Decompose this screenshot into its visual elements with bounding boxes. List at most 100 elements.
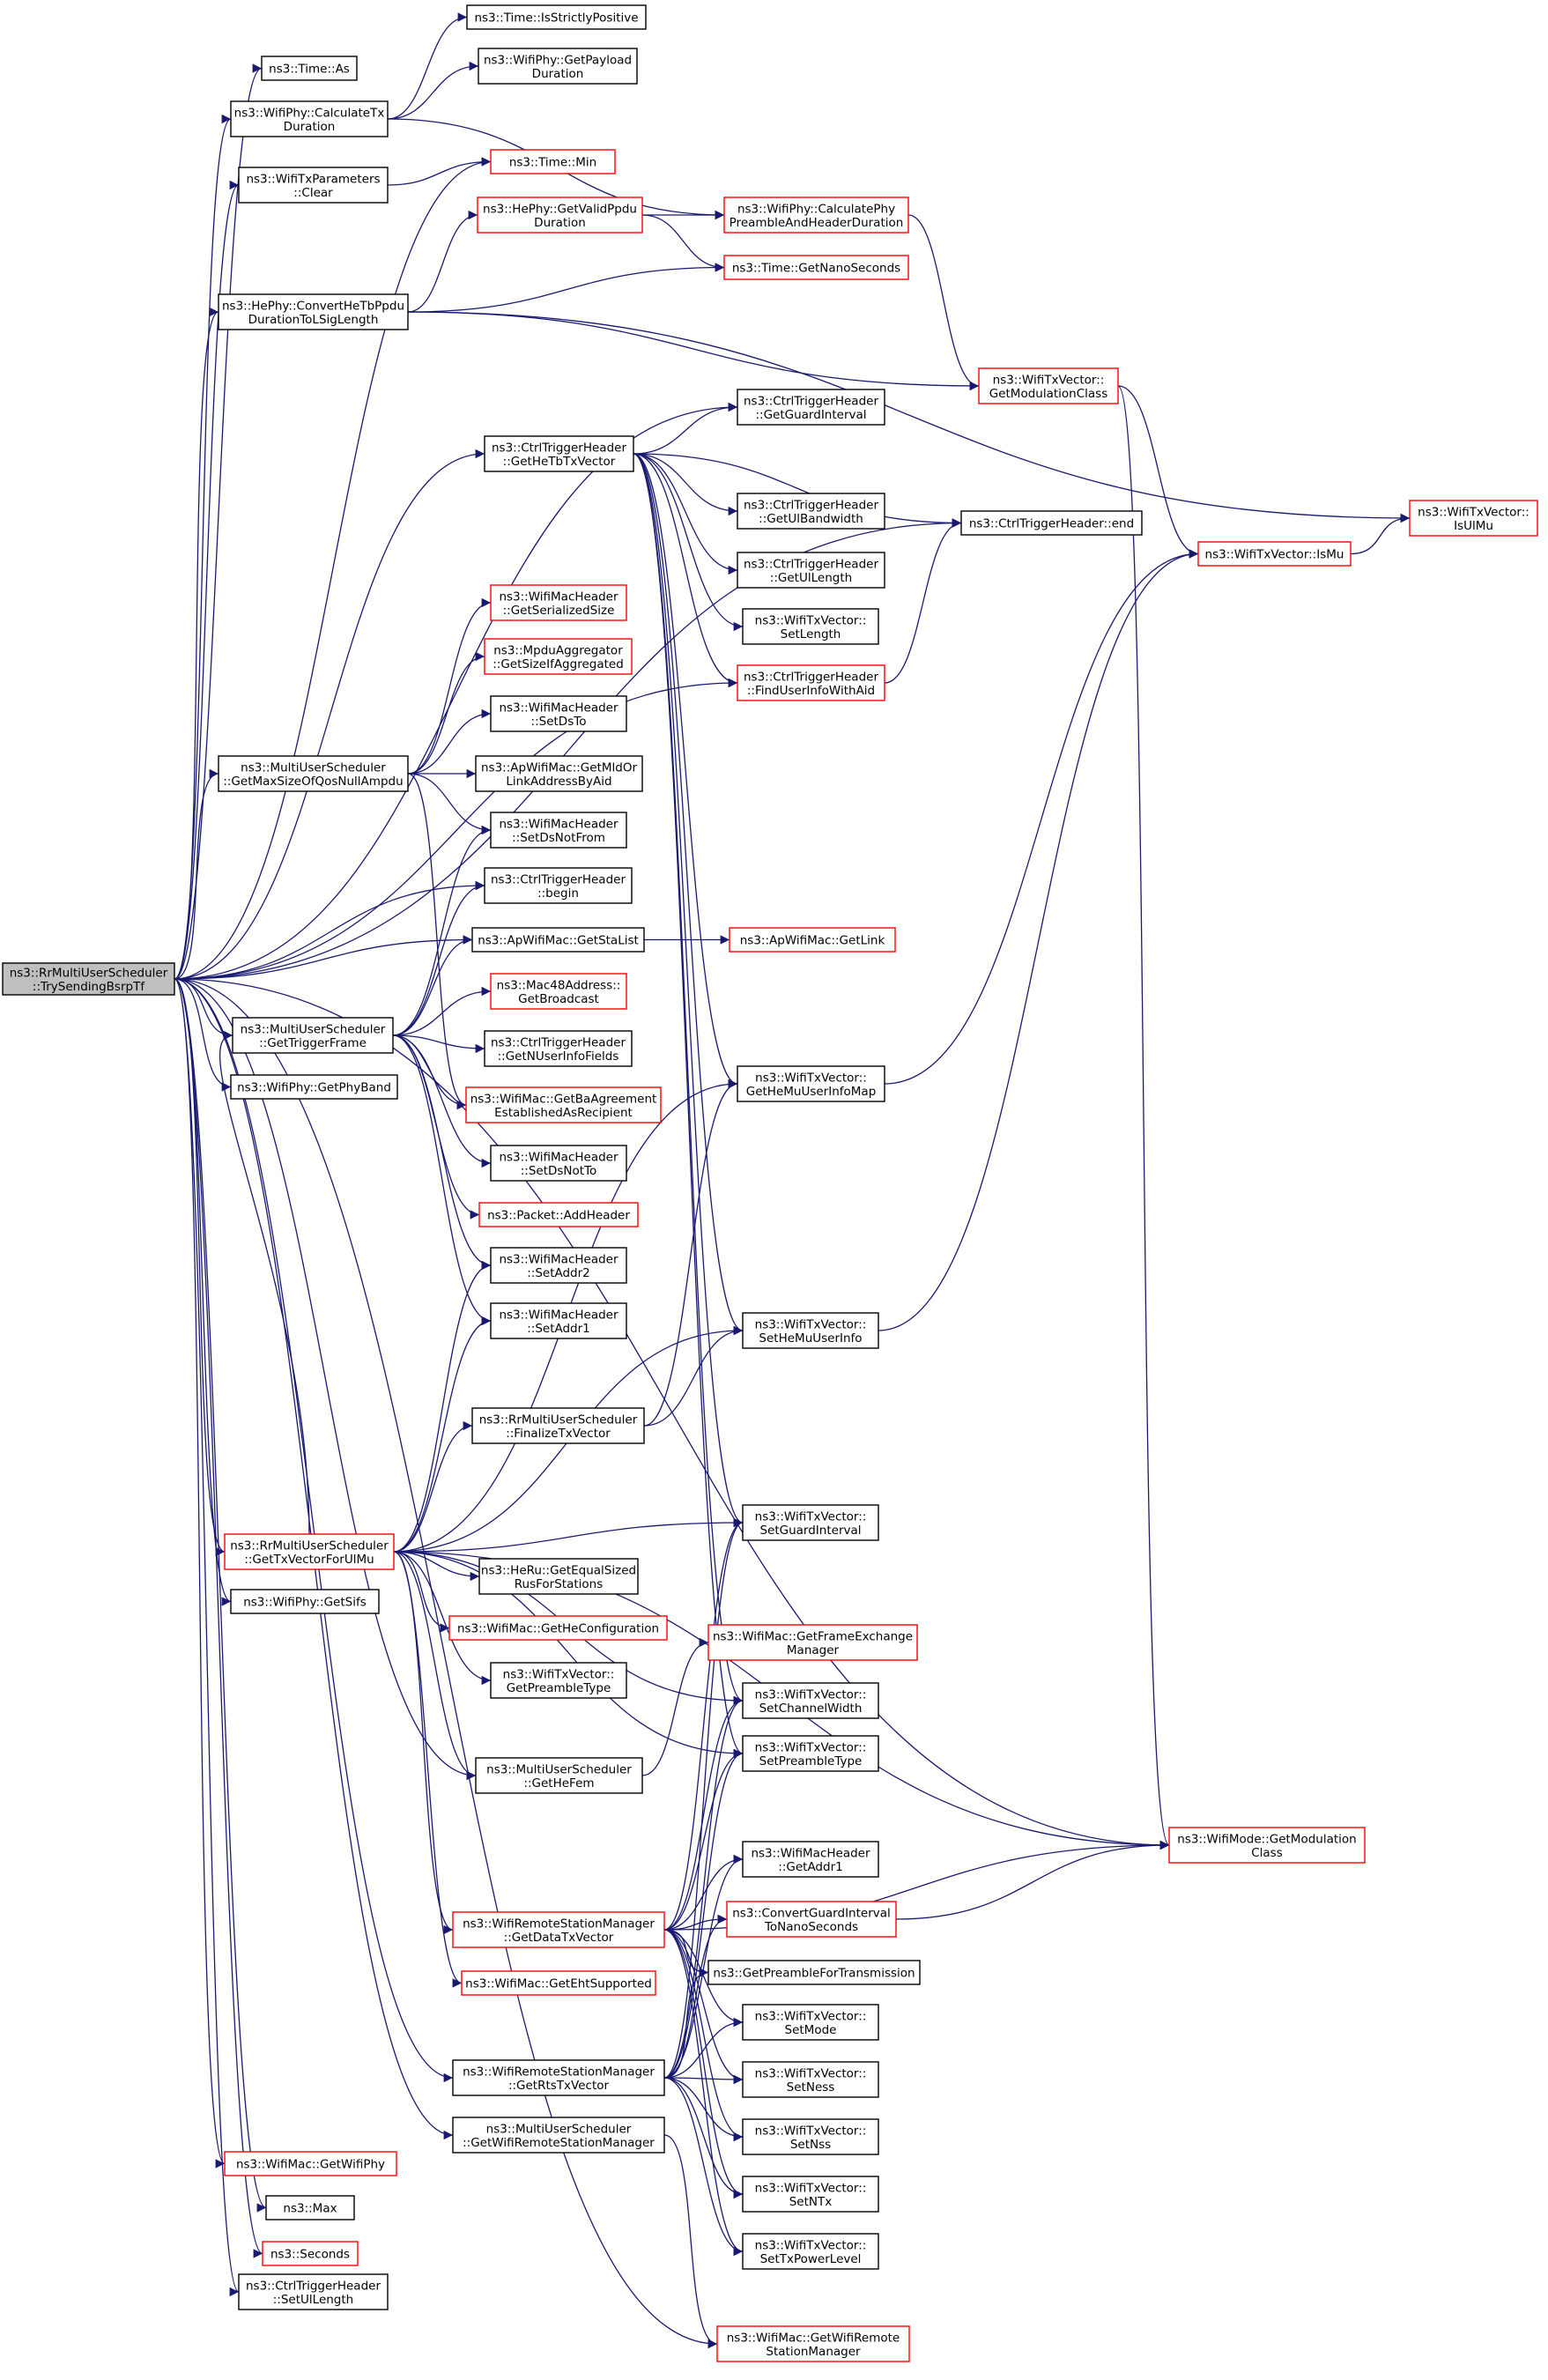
node-layer: ns3::RrMultiUserScheduler::TrySendingBsr… [2, 4, 1538, 2362]
node-label-line: ::GetSizeIfAggregated [493, 657, 624, 671]
node-getWifiRemoteMU[interactable]: ns3::MultiUserScheduler::GetWifiRemoteSt… [452, 2117, 665, 2154]
node-setNess[interactable]: ns3::WifiTxVector::SetNess [742, 2061, 879, 2098]
node-setChannelWidth[interactable]: ns3::WifiTxVector::SetChannelWidth [742, 1682, 879, 1719]
node-setDsNotFrom[interactable]: ns3::WifiMacHeader::SetDsNotFrom [490, 812, 627, 849]
node-isUlMu[interactable]: ns3::WifiTxVector::IsUlMu [1409, 500, 1538, 537]
node-box [461, 1970, 656, 1996]
node-getHeConfiguration[interactable]: ns3::WifiMac::GetHeConfiguration [448, 1615, 668, 1641]
node-getNUserInfoFields[interactable]: ns3::CtrlTriggerHeader::GetNUserInfoFiel… [484, 1030, 633, 1067]
node-calcPhyPreamble[interactable]: ns3::WifiPhy::CalculatePhyPreambleAndHea… [723, 196, 909, 234]
edge-getHeTbTxVector-to-getUlBandwidth [633, 453, 738, 516]
node-label-line: ns3::WifiRemoteStationManager [463, 1917, 655, 1931]
node-getAddr1[interactable]: ns3::WifiMacHeader::GetAddr1 [742, 1841, 879, 1878]
node-label-line: DurationToLSigLength [248, 313, 379, 327]
node-setPreambleType[interactable]: ns3::WifiTxVector::SetPreambleType [742, 1735, 879, 1772]
node-setMode[interactable]: ns3::WifiTxVector::SetMode [742, 2004, 879, 2041]
node-getSizeIfAggregated[interactable]: ns3::MpduAggregator::GetSizeIfAggregated [484, 638, 633, 675]
node-label-line: ns3::WifiTxVector:: [1418, 505, 1529, 519]
node-setDsTo[interactable]: ns3::WifiMacHeader::SetDsTo [490, 695, 627, 732]
node-getTxVectorForUlMu[interactable]: ns3::RrMultiUserScheduler::GetTxVectorFo… [224, 1533, 395, 1570]
node-getUlLength[interactable]: ns3::CtrlTriggerHeader::GetUlLength [737, 552, 885, 589]
edge-getDataTxVector-to-setTxPowerLevel [663, 1929, 744, 2257]
node-label-line: ns3::Time::IsStrictlyPositive [474, 11, 638, 26]
node-getPreambleForTx[interactable]: ns3::GetPreambleForTransmission [707, 1960, 921, 1985]
edge-getRtsTxVector-to-setNTx [663, 2077, 744, 2199]
node-label-line: ::GetUlLength [770, 571, 852, 585]
node-setTxPowerLevel[interactable]: ns3::WifiTxVector::SetTxPowerLevel [742, 2233, 879, 2270]
node-getNanoSeconds[interactable]: ns3::Time::GetNanoSeconds [723, 255, 909, 280]
node-getHeTbTxVector[interactable]: ns3::CtrlTriggerHeader::GetHeTbTxVector [484, 435, 634, 472]
node-getDataTxVector[interactable]: ns3::WifiRemoteStationManager::GetDataTx… [452, 1911, 665, 1948]
node-getPreambleType[interactable]: ns3::WifiTxVector::GetPreambleType [490, 1662, 627, 1699]
node-setHeMuUserInfo[interactable]: ns3::WifiTxVector::SetHeMuUserInfo [742, 1312, 879, 1349]
node-getStaList[interactable]: ns3::ApWifiMac::GetStaList [471, 927, 645, 953]
node-box [261, 56, 358, 81]
node-getWifiRemoteMac[interactable]: ns3::WifiMac::GetWifiRemoteStationManage… [716, 2325, 910, 2362]
node-setUlLength[interactable]: ns3::CtrlTriggerHeader::SetUlLength [238, 2273, 389, 2310]
node-setGuardInterval[interactable]: ns3::WifiTxVector::SetGuardInterval [742, 1504, 879, 1541]
node-getWifiPhy[interactable]: ns3::WifiMac::GetWifiPhy [224, 2151, 397, 2176]
node-getHeMuUserInfoMap[interactable]: ns3::WifiTxVector::GetHeMuUserInfoMap [737, 1065, 885, 1102]
node-getModulationClassMode[interactable]: ns3::WifiMode::GetModulationClass [1168, 1827, 1366, 1864]
node-label-line: ns3::WifiMac::GetHeConfiguration [457, 1622, 659, 1636]
edge-getHeTbTxVector-to-setLength [633, 453, 744, 632]
node-getSerializedSize[interactable]: ns3::WifiMacHeader::GetSerializedSize [490, 584, 627, 621]
node-getLink[interactable]: ns3::ApWifiMac::GetLink [729, 927, 896, 953]
node-label-line: ns3::WifiTxVector:: [755, 2238, 867, 2252]
node-label-line: ns3::WifiPhy::GetSifs [243, 1596, 367, 1610]
node-finalizeTxVector[interactable]: ns3::RrMultiUserScheduler::FinalizeTxVec… [471, 1407, 645, 1444]
node-isStrictlyPositive[interactable]: ns3::Time::IsStrictlyPositive [466, 4, 647, 30]
node-box [490, 695, 627, 732]
node-label-line: ns3::HePhy::ConvertHeTbPpdu [222, 299, 404, 313]
node-label-line: ns3::WifiTxVector:: [755, 2009, 867, 2023]
edge-getRtsTxVector-to-setChannelWidth [663, 1695, 744, 2079]
node-getPhyBand[interactable]: ns3::WifiPhy::GetPhyBand [230, 1074, 398, 1100]
node-getTriggerFrame[interactable]: ns3::MultiUserScheduler::GetTriggerFrame [232, 1017, 394, 1054]
node-timeAs[interactable]: ns3::Time::As [261, 56, 358, 81]
node-root[interactable]: ns3::RrMultiUserScheduler::TrySendingBsr… [2, 962, 175, 996]
node-box [707, 1624, 918, 1661]
node-getSifs[interactable]: ns3::WifiPhy::GetSifs [230, 1589, 380, 1614]
node-getBroadcast[interactable]: ns3::Mac48Address::GetBroadcast [490, 973, 627, 1010]
node-setNss[interactable]: ns3::WifiTxVector::SetNss [742, 2118, 879, 2155]
node-setLength[interactable]: ns3::WifiTxVector::SetLength [742, 608, 879, 645]
node-getHeFem[interactable]: ns3::MultiUserScheduler::GetHeFem [475, 1757, 643, 1794]
edge-getTxVectorForUlMu-to-finalizeTxVector [393, 1420, 473, 1553]
edge-getTriggerFrame-to-setDsNotFrom [392, 825, 492, 1036]
node-getGuardInterval[interactable]: ns3::CtrlTriggerHeader::GetGuardInterval [737, 389, 885, 426]
node-label-line: ns3::CtrlTriggerHeader [744, 394, 878, 408]
node-setDsNotTo[interactable]: ns3::WifiMacHeader::SetDsNotTo [490, 1145, 627, 1182]
node-isMu[interactable]: ns3::WifiTxVector::IsMu [1197, 541, 1352, 567]
node-getRtsTxVector[interactable]: ns3::WifiRemoteStationManager::GetRtsTxV… [452, 2059, 665, 2096]
edge-root-to-getWifiRemoteMac [174, 978, 718, 2349]
node-addHeader[interactable]: ns3::Packet::AddHeader [478, 1202, 639, 1227]
node-label-line: ns3::WifiTxVector:: [755, 2181, 867, 2195]
node-getMaxSizeOfQos[interactable]: ns3::MultiUserScheduler::GetMaxSizeOfQos… [218, 755, 409, 792]
node-setAddr2[interactable]: ns3::WifiMacHeader::SetAddr2 [490, 1247, 627, 1284]
node-ctrlBegin[interactable]: ns3::CtrlTriggerHeader::begin [484, 867, 633, 904]
node-convertHeTb[interactable]: ns3::HePhy::ConvertHeTbPpduDurationToLSi… [218, 293, 409, 330]
node-getEhtSupported[interactable]: ns3::WifiMac::GetEhtSupported [461, 1970, 656, 1996]
node-getModulationClassTx[interactable]: ns3::WifiTxVector::GetModulationClass [978, 367, 1119, 404]
node-timeMin[interactable]: ns3::Time::Min [490, 149, 616, 174]
node-setAddr1[interactable]: ns3::WifiMacHeader::SetAddr1 [490, 1302, 627, 1339]
node-seconds[interactable]: ns3::Seconds [262, 2241, 359, 2266]
node-getBaAgreement[interactable]: ns3::WifiMac::GetBaAgreementEstablishedA… [465, 1086, 662, 1123]
node-getUlBandwidth[interactable]: ns3::CtrlTriggerHeader::GetUlBandwidth [737, 493, 885, 530]
node-findUserInfo[interactable]: ns3::CtrlTriggerHeader::FindUserInfoWith… [737, 664, 885, 701]
node-txParamsClear[interactable]: ns3::WifiTxParameters::Clear [238, 167, 389, 204]
node-label-line: ns3::HePhy::GetValidPpdu [483, 202, 637, 216]
node-max[interactable]: ns3::Max [265, 2195, 355, 2221]
node-box [1168, 1827, 1366, 1864]
edge-getDataTxVector-to-setNss [663, 1929, 744, 2142]
node-ctrlEnd[interactable]: ns3::CtrlTriggerHeader::end [960, 510, 1143, 536]
node-setNTx[interactable]: ns3::WifiTxVector::SetNTx [742, 2176, 879, 2213]
edge-getRtsTxVector-to-setPreambleType [663, 1748, 744, 2079]
